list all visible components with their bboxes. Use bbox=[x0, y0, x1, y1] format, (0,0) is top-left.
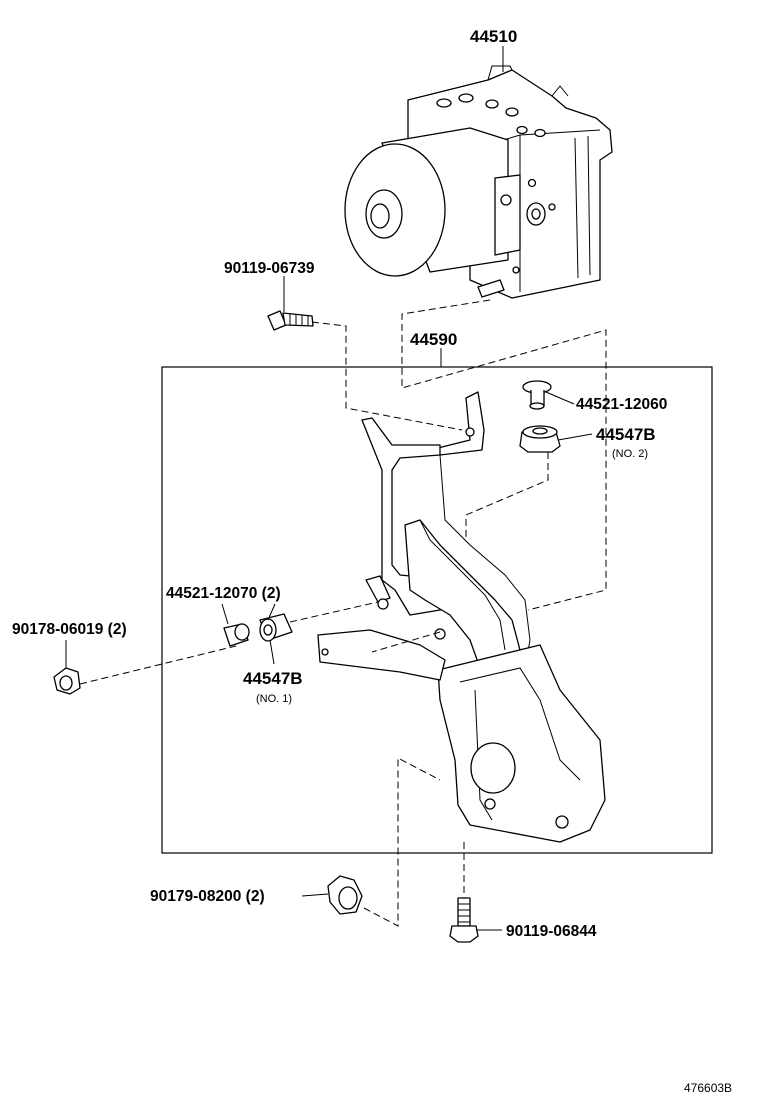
label-90119-06844: 90119-06844 bbox=[506, 923, 597, 940]
label-44547b-no2: 44547B bbox=[596, 425, 656, 444]
dash-line-1 bbox=[311, 321, 463, 431]
bracket-assembly-box bbox=[161, 366, 713, 854]
dash-line-2 bbox=[401, 299, 607, 611]
label-44521-12070: 44521-12070 (2) bbox=[166, 585, 281, 602]
label-44510: 44510 bbox=[470, 27, 517, 46]
collar-44521-12070[interactable] bbox=[223, 623, 250, 647]
dash-line-3 bbox=[465, 452, 549, 540]
mounting-bracket[interactable] bbox=[317, 391, 606, 843]
label-90179-08200: 90179-08200 (2) bbox=[150, 888, 265, 905]
nut-90179-08200[interactable] bbox=[327, 875, 363, 915]
label-44547b-no2-sub: (NO. 2) bbox=[612, 448, 648, 460]
label-44521-12060: 44521-12060 bbox=[576, 396, 667, 413]
dash-line-6 bbox=[363, 757, 441, 927]
label-90119-06739: 90119-06739 bbox=[224, 260, 315, 277]
label-90178-06019: 90178-06019 (2) bbox=[12, 621, 127, 638]
dash-line-8 bbox=[371, 631, 441, 653]
figure-id: 476603B bbox=[684, 1081, 732, 1095]
bolt-90119-06844[interactable] bbox=[449, 897, 479, 943]
label-44590: 44590 bbox=[410, 330, 457, 349]
label-44547b-no1-sub: (NO. 1) bbox=[256, 693, 292, 705]
nut-90178-06019[interactable] bbox=[53, 667, 81, 695]
collar-44521-12060[interactable] bbox=[522, 380, 552, 410]
dash-line-5 bbox=[289, 601, 379, 623]
label-44547b-no1: 44547B bbox=[243, 669, 303, 688]
cushion-44547b-no1[interactable] bbox=[259, 613, 293, 642]
cushion-44547b-no2[interactable] bbox=[519, 425, 561, 453]
dash-line-4 bbox=[79, 645, 237, 685]
abs-actuator-unit[interactable] bbox=[344, 65, 613, 299]
bolt-90119-06739[interactable] bbox=[267, 310, 314, 331]
